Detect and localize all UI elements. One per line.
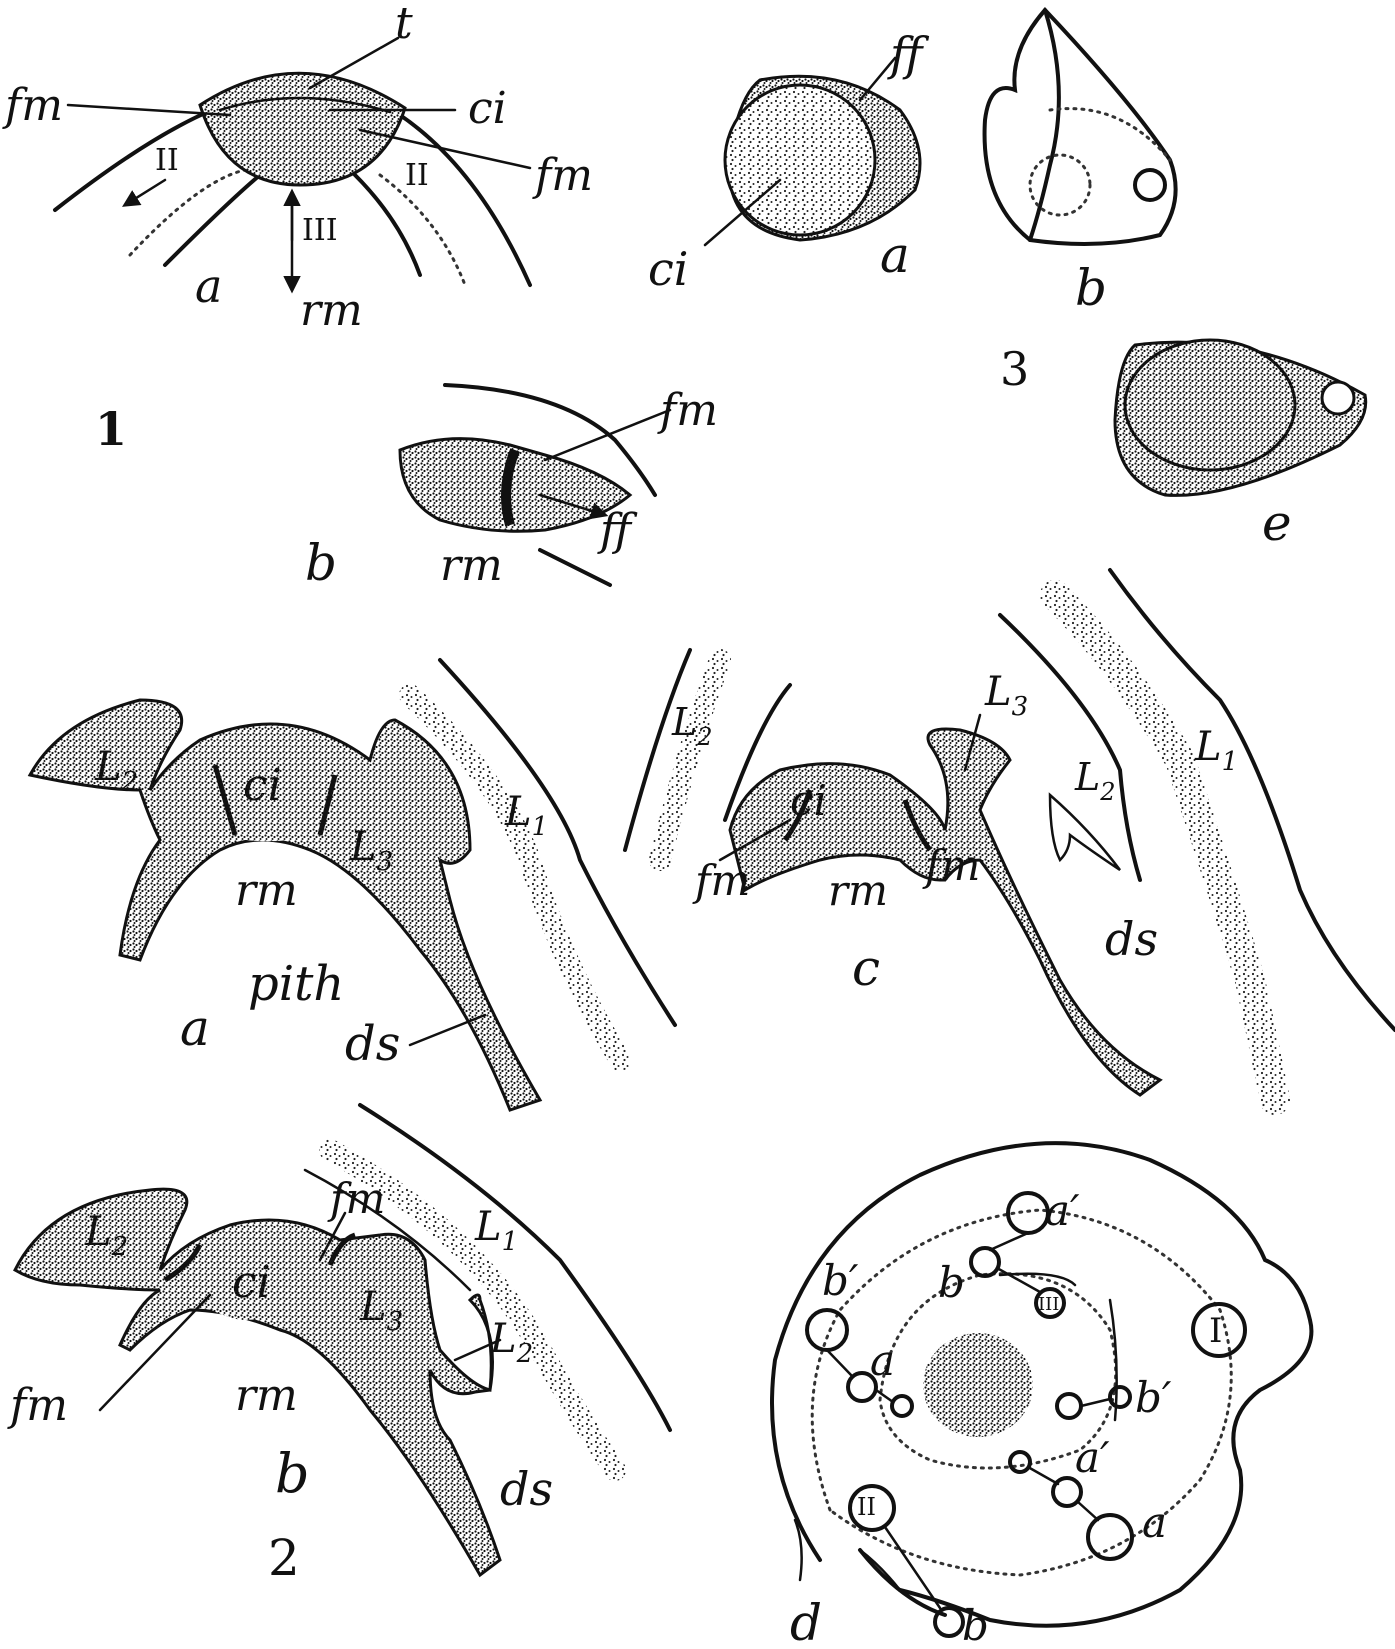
fig2d-a-outer-label: a — [1142, 1498, 1167, 1547]
fig2b-ci-label: ci — [232, 1257, 271, 1308]
fig1a-shoot-apex — [55, 38, 530, 290]
fig3b-section — [985, 10, 1176, 244]
fig2c-rm-label: rm — [828, 866, 888, 915]
fig2c-letter: c — [852, 939, 880, 997]
fig3a-ci-label: ci — [648, 242, 688, 296]
fig2b-L1-label: L1 — [474, 1204, 518, 1257]
fig2b-ds-label: ds — [500, 1462, 553, 1516]
fig2d-roman-I: I — [1209, 1311, 1222, 1351]
fig2c-L3-label: L3 — [984, 669, 1028, 722]
fig2b-rm-label: rm — [235, 1370, 298, 1421]
fig2d-b-prime-left-label: b′ — [822, 1256, 859, 1305]
fig1b-letter: b — [305, 534, 337, 592]
fig2c-ci-label: ci — [790, 776, 827, 825]
fig2d-b-prime-right-label: b′ — [1135, 1373, 1172, 1422]
fig1a-fm-right-label: fm — [532, 150, 593, 201]
fig2d-a-label: a — [870, 1336, 895, 1385]
fig3a-letter: a — [880, 226, 910, 284]
fig2d-letter: d — [790, 1594, 822, 1649]
fig1a-ci-label: ci — [468, 83, 507, 134]
fig2d-transverse-section — [772, 1143, 1311, 1636]
fig1a-roman-II-left: II — [155, 143, 179, 178]
fig2a-ds-label: ds — [345, 1016, 400, 1072]
fig2c-section — [625, 570, 1395, 1100]
figure-number-2: 2 — [268, 1529, 300, 1587]
fig1a-fm-left-label: fm — [2, 80, 63, 131]
fig1a-letter: a — [195, 259, 222, 313]
fig2d-roman-III: III — [1038, 1294, 1059, 1315]
fig2c-L1-label: L1 — [1194, 724, 1238, 777]
fig2d-roman-II: II — [857, 1493, 876, 1521]
fig3a-ff-label: ff — [887, 27, 930, 81]
fig1a-t-label: t — [395, 0, 413, 49]
fig2a-pith-label: pith — [248, 956, 344, 1012]
figure-number-1: 1 — [95, 402, 127, 456]
fig2c-L2-lower-label: L2 — [1074, 755, 1116, 806]
fig2a-rm-label: rm — [235, 865, 298, 916]
fig1a-roman-II-right: II — [405, 158, 429, 193]
fig2c-fm-left-label: fm — [692, 856, 750, 905]
fig2d-a-prime-inner-label: a′ — [1075, 1433, 1110, 1482]
fig2c-fm-right-label: fm — [922, 841, 980, 890]
fig2b-fm-lower-label: fm — [7, 1380, 68, 1431]
fig3e-section — [1115, 340, 1366, 495]
fig1b-rm-label: rm — [440, 540, 503, 591]
fig2d-b-label: b — [938, 1258, 965, 1307]
figure-number-3: 3 — [1000, 342, 1029, 396]
fig2d-b-bottom-label: b — [962, 1601, 989, 1649]
fig2a-letter: a — [180, 999, 210, 1057]
fig1a-roman-III: III — [302, 213, 338, 248]
fig2b-fm-upper-label: fm — [327, 1174, 385, 1223]
fig1a-rm-label: rm — [300, 285, 363, 336]
fig3a-section — [705, 58, 920, 245]
fig1b-fm-label: fm — [657, 385, 718, 436]
fig2a-L1-label: L1 — [504, 789, 548, 842]
fig3e-letter: e — [1262, 494, 1292, 552]
fig1b-ff-label: ff — [597, 505, 638, 556]
fig2c-ds-label: ds — [1105, 912, 1158, 966]
fig2a-ci-label: ci — [243, 760, 282, 811]
fig2b-letter: b — [275, 1442, 310, 1505]
fig3b-letter: b — [1075, 259, 1107, 317]
fig2d-a-prime-top-label: a′ — [1045, 1186, 1080, 1235]
